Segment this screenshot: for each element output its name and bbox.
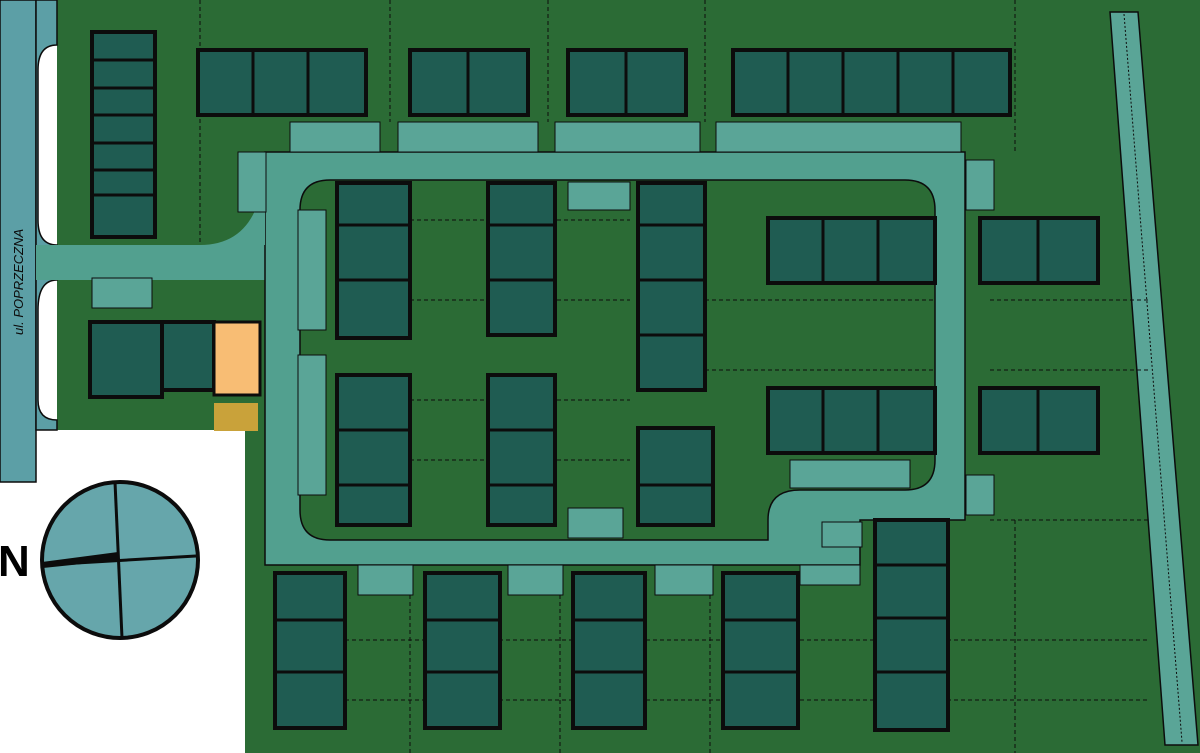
building-north-4[interactable]	[731, 48, 1012, 117]
unit-dividers	[92, 50, 1040, 674]
building-inner-2b[interactable]	[486, 373, 557, 527]
compass-needle	[42, 552, 120, 568]
building-south-4[interactable]	[721, 571, 800, 730]
building-inner-3a[interactable]	[636, 181, 707, 392]
walking-trail	[1109, 11, 1199, 746]
access-road	[36, 245, 268, 280]
building-entrance-2[interactable]	[160, 320, 216, 392]
building-inner-3b[interactable]	[636, 426, 715, 527]
street-label: ul. POPRZECZNA	[11, 229, 26, 335]
compass-north-label: N	[0, 537, 30, 586]
building-south-3[interactable]	[571, 571, 647, 730]
building-entrance-1[interactable]	[88, 320, 164, 399]
building-inner-2a[interactable]	[486, 181, 557, 337]
building-west-column[interactable]	[90, 30, 157, 239]
building-south-5[interactable]	[873, 518, 950, 732]
building-inner-1b[interactable]	[335, 373, 412, 527]
building-south-1[interactable]	[273, 571, 347, 730]
building-inner-1a[interactable]	[335, 181, 412, 340]
highlighted-unit-yard[interactable]	[214, 403, 258, 431]
parking-spaces	[91, 121, 995, 596]
building-north-1[interactable]	[196, 48, 368, 117]
building-east-1[interactable]	[766, 216, 937, 285]
street-poprzeczna	[0, 0, 37, 483]
buildings	[88, 30, 1100, 732]
street-entrance-loops	[35, 0, 58, 431]
compass: N	[0, 480, 200, 640]
building-east-3[interactable]	[766, 386, 937, 455]
road-corner	[200, 152, 265, 245]
highlighted-unit[interactable]	[212, 320, 262, 397]
building-south-2[interactable]	[423, 571, 502, 730]
